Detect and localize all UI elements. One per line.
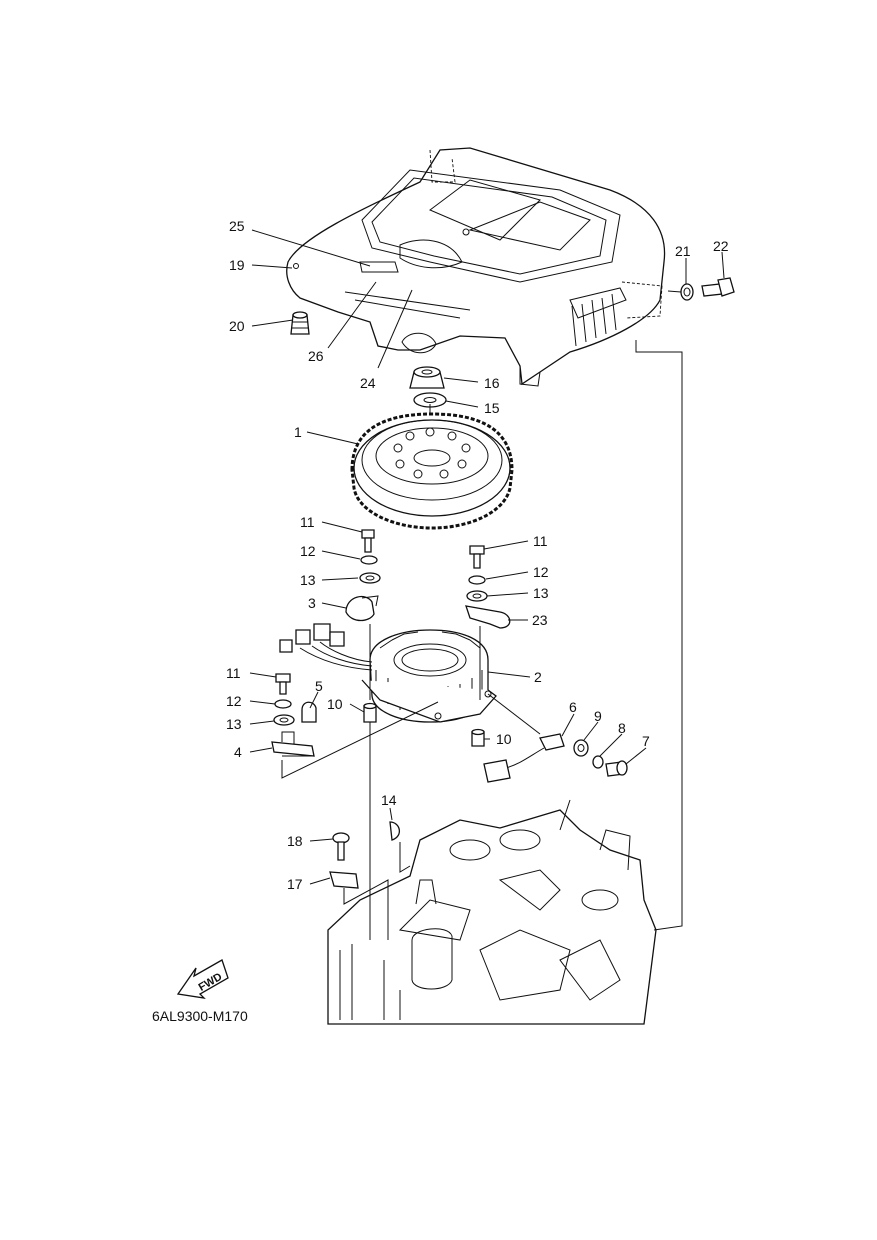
washer-12-right bbox=[468, 575, 486, 585]
callout-12-b: 12 bbox=[533, 564, 549, 580]
washer-13-right bbox=[466, 590, 488, 602]
washer-9 bbox=[573, 739, 589, 757]
clamp-23 bbox=[465, 605, 511, 629]
collar-10-right bbox=[471, 728, 485, 747]
callout-10-b: 10 bbox=[496, 731, 512, 747]
callout-11-a: 11 bbox=[300, 514, 315, 530]
bolt-11-upper bbox=[361, 529, 375, 553]
callout-12-a: 12 bbox=[300, 543, 316, 559]
callout-15: 15 bbox=[484, 400, 500, 416]
callout-11-b: 11 bbox=[533, 533, 548, 549]
callout-6: 6 bbox=[569, 699, 577, 715]
callout-5: 5 bbox=[315, 678, 323, 694]
callout-2: 2 bbox=[534, 669, 542, 685]
callout-20: 20 bbox=[229, 318, 245, 334]
sensor-6 bbox=[483, 733, 565, 783]
callout-1: 1 bbox=[294, 424, 302, 440]
callout-22: 22 bbox=[713, 238, 729, 254]
washer-12-lower bbox=[274, 699, 292, 709]
flywheel bbox=[350, 412, 514, 530]
clamp-5 bbox=[301, 701, 317, 723]
callout-13-b: 13 bbox=[533, 585, 549, 601]
clamp-3 bbox=[345, 595, 379, 622]
callout-12-c: 12 bbox=[226, 693, 242, 709]
nut-16 bbox=[409, 366, 445, 389]
washer-13-lower bbox=[273, 714, 295, 726]
screw-7 bbox=[605, 760, 628, 777]
callout-7: 7 bbox=[642, 733, 650, 749]
drawing-code: 6AL9300-M170 bbox=[152, 1008, 248, 1024]
callout-9: 9 bbox=[594, 708, 602, 724]
collar-10-left bbox=[363, 702, 377, 723]
callout-10-a: 10 bbox=[327, 696, 343, 712]
leader-lines bbox=[249, 229, 725, 940]
callout-11-c: 11 bbox=[226, 665, 241, 681]
wiring-harness bbox=[279, 623, 373, 671]
bolt-22 bbox=[701, 277, 735, 297]
washer-8 bbox=[592, 755, 604, 769]
callout-4: 4 bbox=[234, 744, 242, 760]
washer-12-upper bbox=[360, 555, 378, 565]
callout-26: 26 bbox=[308, 348, 324, 364]
callout-19: 19 bbox=[229, 257, 245, 273]
callout-13-a: 13 bbox=[300, 572, 316, 588]
bolt-11-lower bbox=[275, 673, 291, 695]
callout-21: 21 bbox=[675, 243, 691, 259]
grommet-20 bbox=[290, 311, 310, 335]
bracket-17 bbox=[329, 871, 359, 889]
collar-21 bbox=[680, 283, 694, 301]
engine-block bbox=[327, 799, 657, 1025]
bolt-18 bbox=[332, 832, 350, 861]
callout-18: 18 bbox=[287, 833, 303, 849]
stator-assembly bbox=[361, 629, 497, 723]
callout-17: 17 bbox=[287, 876, 303, 892]
washer-13-upper bbox=[359, 572, 381, 584]
callout-23: 23 bbox=[532, 612, 548, 628]
forward-arrow-icon: FWD bbox=[176, 959, 229, 999]
bracket-4 bbox=[271, 731, 315, 757]
callout-24: 24 bbox=[360, 375, 376, 391]
callout-8: 8 bbox=[618, 720, 626, 736]
callout-3: 3 bbox=[308, 595, 316, 611]
flywheel-cover bbox=[286, 147, 666, 387]
bolt-11-right bbox=[469, 545, 485, 569]
callout-14: 14 bbox=[381, 792, 397, 808]
callout-25: 25 bbox=[229, 218, 245, 234]
callout-labels: 25 19 20 26 24 21 22 16 15 1 11 12 13 3 … bbox=[226, 218, 729, 892]
callout-13-c: 13 bbox=[226, 716, 242, 732]
woodruff-key-14 bbox=[389, 821, 400, 841]
callout-16: 16 bbox=[484, 375, 500, 391]
